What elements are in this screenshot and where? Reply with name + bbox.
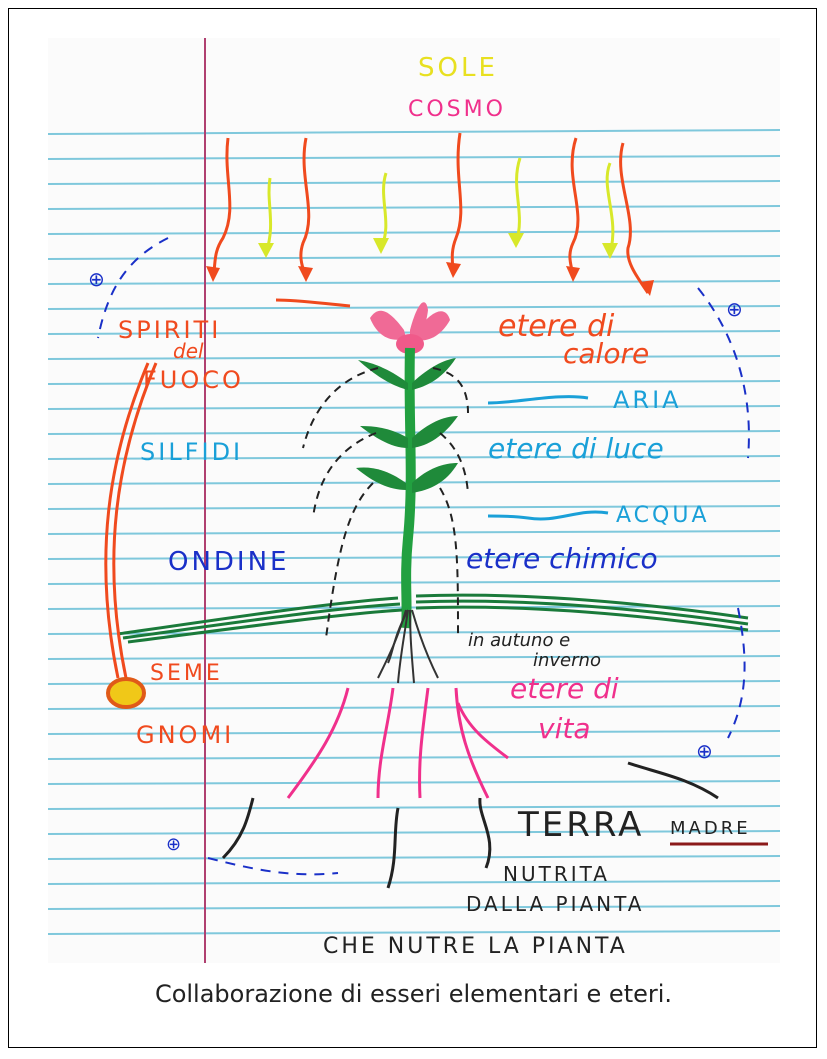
plus-icon-top-right: ⊕ xyxy=(726,297,743,321)
label-etere-calore-2: calore xyxy=(563,337,649,370)
label-seme: SEME xyxy=(150,661,223,686)
label-acqua: ACQUA xyxy=(616,503,710,528)
label-silfidi: SILFIDI xyxy=(140,438,243,466)
label-in-autunno-1: in autuno e xyxy=(468,630,570,651)
label-etere-luce: etere di luce xyxy=(488,432,664,465)
label-terra: TERRA xyxy=(517,805,644,845)
label-in-autunno-2: inverno xyxy=(533,650,601,671)
label-dalla-pianta: DALLA PIANTA xyxy=(466,892,644,916)
label-etere-vita-1: etere di xyxy=(510,672,619,705)
label-etere-vita-2: vita xyxy=(538,712,591,745)
notebook-drawing: SOLE COSMO SPIRITI del FUOCO etere di ca… xyxy=(48,38,780,963)
label-madre: MADRE xyxy=(670,818,751,839)
label-ondine: ONDINE xyxy=(168,547,289,577)
plus-icon-bottom-right: ⊕ xyxy=(696,739,713,763)
label-spiriti: SPIRITI xyxy=(118,316,221,344)
label-aria: ARIA xyxy=(613,386,682,414)
figure-caption: Collaborazione di esseri elementari e et… xyxy=(0,980,827,1008)
label-sole: SOLE xyxy=(418,53,498,83)
label-nutrita: NUTRITA xyxy=(503,862,610,886)
label-cosmo: COSMO xyxy=(408,97,506,122)
label-etere-chimico: etere chimico xyxy=(466,542,658,575)
label-del: del xyxy=(173,339,204,363)
seed xyxy=(108,679,144,707)
label-gnomi: GNOMI xyxy=(136,721,234,749)
plus-icon-bottom-left: ⊕ xyxy=(166,834,181,855)
label-fuoco: FUOCO xyxy=(143,366,244,394)
label-che-nutre: CHE NUTRE LA PIANTA xyxy=(323,934,628,959)
plus-icon-top-left: ⊕ xyxy=(88,267,105,291)
